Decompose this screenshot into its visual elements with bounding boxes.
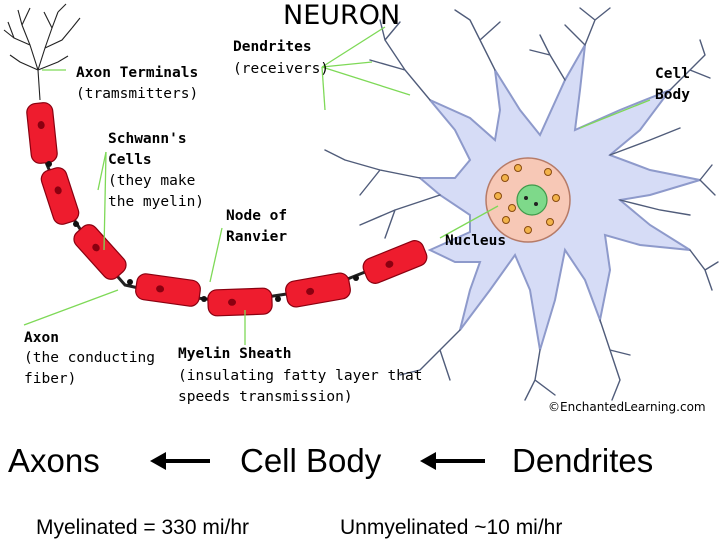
diagram-title: NEURON: [283, 0, 400, 31]
label-cell-body-line1: Cell: [655, 66, 690, 82]
label-pointers: [23, 26, 651, 345]
label-axon: Axon: [24, 330, 59, 346]
label-myelin-line2: (insulating fatty layer that: [178, 368, 422, 384]
label-dendrites: Dendrites: [233, 39, 312, 55]
label-nucleus: Nucleus: [445, 233, 506, 249]
flow-axons: Axons: [8, 442, 100, 479]
label-receivers: (receivers): [233, 61, 329, 77]
dendrite-branches: [324, 7, 719, 401]
label-cell-body-line2: Body: [655, 87, 690, 103]
myelin-sheath-segments: [26, 102, 428, 317]
diagram-labels: Dendrites (receivers) Axon Terminals (tr…: [24, 39, 706, 414]
flow-dendrites: Dendrites: [512, 442, 653, 479]
label-axon-terminals: Axon Terminals: [76, 65, 198, 81]
cell-body: [417, 44, 701, 351]
label-myelin-line3: speeds transmission): [178, 389, 353, 405]
label-schwann-line1: Schwann's: [108, 131, 187, 147]
label-schwann-line3: (they make: [108, 173, 195, 189]
copyright-notice: ©EnchantedLearning.com: [548, 400, 706, 414]
label-schwann-line2: Cells: [108, 152, 152, 168]
label-axon-line3: fiber): [24, 371, 76, 387]
speed-myelinated: Myelinated = 330 mi/hr: [36, 516, 249, 539]
signal-flow: Axons Cell Body Dendrites: [8, 442, 653, 479]
label-transmitters: (tramsmitters): [76, 86, 198, 102]
axon-terminals: [3, 3, 81, 101]
label-schwann-line4: the myelin): [108, 194, 204, 210]
label-node-line2: Ranvier: [226, 229, 287, 245]
flow-cell-body: Cell Body: [240, 442, 382, 479]
nodes-of-ranvier: [46, 161, 359, 302]
label-node-line1: Node of: [226, 208, 287, 224]
speed-unmyelinated: Unmyelinated ~10 mi/hr: [340, 516, 562, 539]
label-axon-line2: (the conducting: [24, 350, 155, 366]
label-myelin-sheath: Myelin Sheath: [178, 346, 292, 362]
arrow-left-icon: [420, 452, 485, 470]
arrow-left-icon: [150, 452, 210, 470]
